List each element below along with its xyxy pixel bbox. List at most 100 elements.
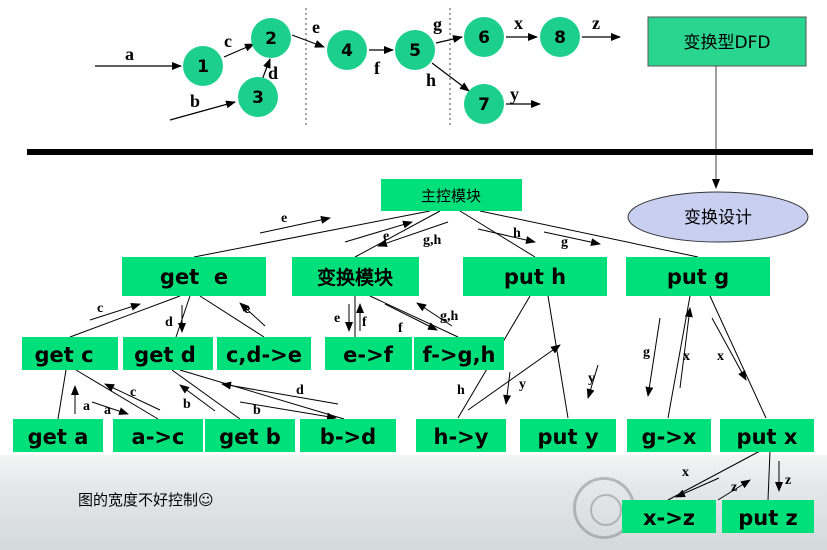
dfd-node-1: 1 [183,46,223,86]
flow-label-8: e [334,311,340,326]
flow-label-13: a [104,403,111,418]
dfd-node-3: 3 [238,77,278,117]
module-h-to-y: h->y [416,419,506,452]
flow-label-17: d [296,383,304,398]
module-b-to-d-label: b->d [320,425,376,449]
dfd-title-text: 变换型DFD [684,33,771,53]
dfd-label-x: x [514,13,523,33]
dfd-edge-g [435,35,463,44]
flow-label-20: y [588,371,595,386]
dfd-node-2: 2 [251,18,291,58]
module-get-b: get b [205,419,295,452]
dfd-node-6: 6 [464,17,504,57]
flow-label-4: g [561,235,568,250]
flow-arrows [71,215,783,501]
module-b-to-d: b->d [300,419,396,452]
dfd-edge-labels: a b c d e f g h x z y [125,13,600,111]
module-put-y-label: put y [537,425,598,449]
module-get-d: get d [123,337,213,370]
width-note: 图的宽度不好控制☺ [78,491,214,509]
dfd-node-8-label: 8 [554,28,566,48]
flow-label-15: b [183,397,191,412]
design-ellipse-text: 变换设计 [684,208,752,228]
module-h-to-y-label: h->y [434,425,489,449]
module-get-d-label: get d [134,343,196,367]
module-get-c: get c [22,337,118,370]
module-e-to-f: e->f [325,337,412,370]
flow-label-16: b [253,403,261,418]
flow-label-23: x [717,349,724,364]
design-ellipse: 变换设计 [627,191,809,243]
module-put-y: put y [520,419,616,452]
module-g-to-x: g->x [627,419,711,452]
dfd-label-a: a [125,44,134,64]
dfd-node-4-label: 4 [341,41,353,61]
dfd-node-5: 5 [395,30,435,70]
dfd-label-h: h [426,70,436,90]
module-put-g-label: put g [667,265,729,289]
module-transform: 变换模块 [292,257,419,296]
dfd-node-7-label: 7 [478,95,490,115]
module-get-b-label: get b [219,425,281,449]
dfd-node-3-label: 3 [252,88,264,108]
flow-label-18: h [457,383,465,398]
dfd-label-e: e [312,17,320,37]
flow-label-0: e [281,211,287,226]
flow-label-19: y [519,377,526,392]
dfd-label-b: b [190,91,200,111]
flow-label-6: d [165,315,173,330]
dfd-node-7: 7 [464,84,504,124]
main-module-label: 主控模块 [421,187,481,205]
dfd-edge-e [291,34,325,48]
flow-label-26: z [785,473,791,488]
module-put-h-label: put h [504,265,566,289]
module-get-a-label: get a [28,425,89,449]
flow-label-5: c [97,301,103,316]
module-get-e-label: get e [160,265,228,289]
module-put-g: put g [626,257,770,296]
dfd-label-y: y [510,84,519,104]
module-transform-label: 变换模块 [317,266,394,289]
module-x-to-z-label: x->z [643,506,695,530]
flow-label-14: c [130,385,136,400]
dfd-edges [95,33,621,121]
flow-label-10: f [398,321,403,336]
dfd-node-5-label: 5 [409,41,421,61]
flow-label-9: f [362,315,367,330]
flow-label-3: h [513,226,521,241]
flow-label-24: x [682,465,689,480]
flow-labels: e e g,h h g c d e e f f g,h a a c b b d … [83,211,791,495]
dfd-node-2-label: 2 [265,29,277,49]
flow-label-1: e [383,229,389,244]
module-e-to-f-label: e->f [343,343,394,367]
module-put-z-label: put z [738,506,798,530]
dfd-label-f: f [374,58,381,78]
module-f-to-gh-label: f->g,h [422,343,495,367]
module-a-to-c-label: a->c [132,425,185,449]
module-cd-to-e: c,d->e [217,337,311,370]
dfd-label-z: z [592,13,600,33]
module-get-c-label: get c [34,343,93,367]
flow-label-22: x [683,349,690,364]
dfd-label-d: d [268,63,278,83]
module-a-to-c: a->c [113,419,203,452]
dfd-node-8: 8 [540,17,580,57]
module-get-a: get a [13,419,103,452]
flow-label-11: g,h [440,309,459,324]
module-g-to-x-label: g->x [642,425,697,449]
module-put-h: put h [463,257,607,296]
module-put-z: put z [722,500,814,533]
flow-label-2: g,h [423,233,442,248]
dfd-label-g: g [433,14,442,34]
dfd-node-1-label: 1 [197,57,209,77]
dfd-node-6-label: 6 [478,28,490,48]
dfd-edge-h [431,62,470,92]
dfd-edge-b [169,100,236,121]
flow-label-21: g [643,345,650,360]
dfd-title-box: 变换型DFD [647,16,807,67]
dfd-edge-d [261,58,271,81]
module-x-to-z: x->z [622,500,716,533]
dfd-label-c: c [224,31,232,51]
module-put-x-label: put x [737,425,798,449]
